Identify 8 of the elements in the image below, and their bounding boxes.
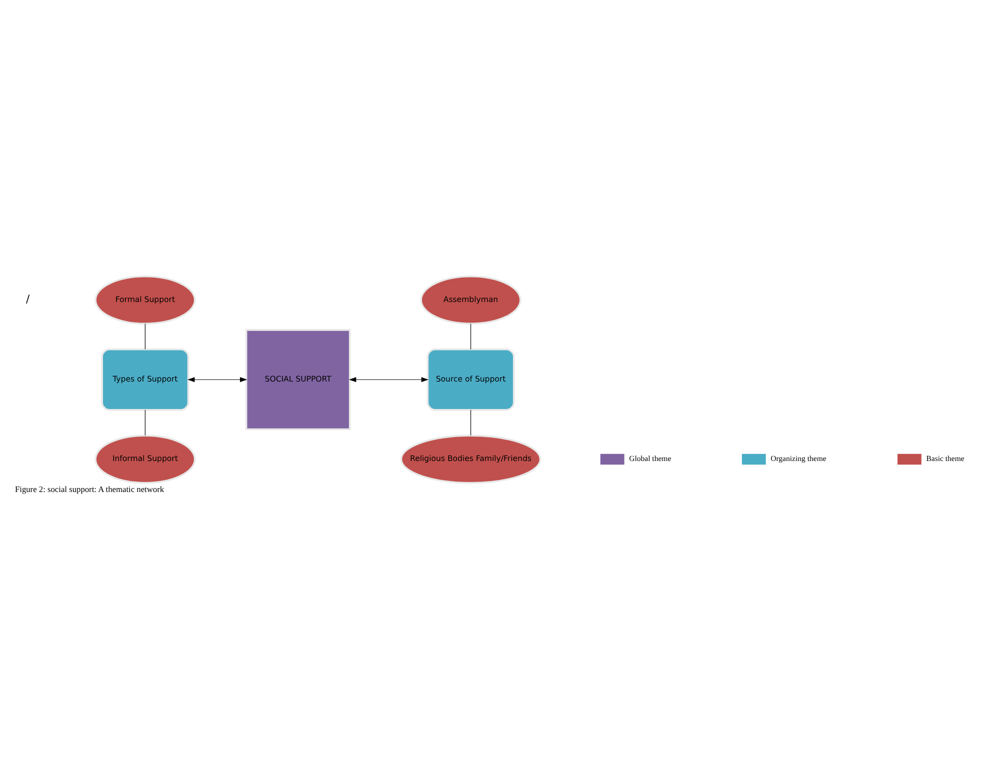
label: / [26, 292, 30, 306]
caption: Figure 2: social support: A thematic network [14, 484, 164, 494]
connector [144, 322, 146, 350]
arrow [348, 376, 428, 382]
connector [470, 322, 472, 350]
connector [470, 409, 472, 436]
arrow [188, 376, 248, 382]
connector [144, 409, 146, 436]
